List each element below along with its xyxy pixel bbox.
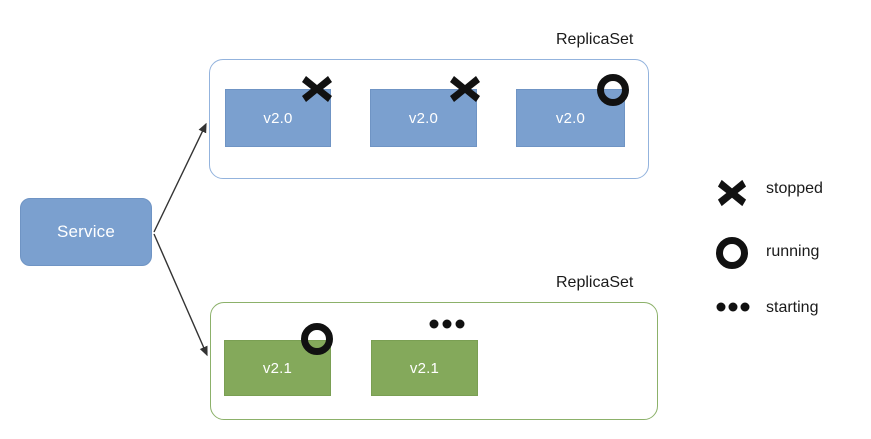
pod-v20-1-label: v2.0 xyxy=(263,109,293,127)
service-to-top-replicaset-arrow xyxy=(153,122,207,233)
legend-label-stopped: stopped xyxy=(766,180,823,197)
pod-v20-3[interactable]: v2.0 xyxy=(516,89,625,147)
pod-v21-1[interactable]: v2.1 xyxy=(224,340,331,396)
replicaset-container-v21 xyxy=(210,302,658,420)
pod-v21-2[interactable]: v2.1 xyxy=(371,340,478,396)
service-to-bottom-replicaset-arrow xyxy=(153,233,208,357)
cross-icon xyxy=(717,179,747,207)
replicaset-title-v20: ReplicaSet xyxy=(556,31,634,48)
legend-label-starting: starting xyxy=(766,299,819,316)
legend-label-running: running xyxy=(766,243,820,260)
replicaset-title-v21: ReplicaSet xyxy=(556,274,634,291)
service-node[interactable]: Service xyxy=(20,198,152,266)
dots-icon xyxy=(716,302,750,312)
pod-v20-3-label: v2.0 xyxy=(555,109,586,127)
circle-icon xyxy=(716,237,748,269)
pod-v21-2-label: v2.1 xyxy=(409,359,440,377)
pod-v21-1-label: v2.1 xyxy=(262,359,293,377)
service-label: Service xyxy=(56,222,116,241)
pod-v20-2-label: v2.0 xyxy=(408,109,439,127)
pod-v20-1[interactable]: v2.0 xyxy=(225,89,331,147)
replicaset-container-v20 xyxy=(209,59,649,179)
pod-v20-2[interactable]: v2.0 xyxy=(370,89,477,147)
